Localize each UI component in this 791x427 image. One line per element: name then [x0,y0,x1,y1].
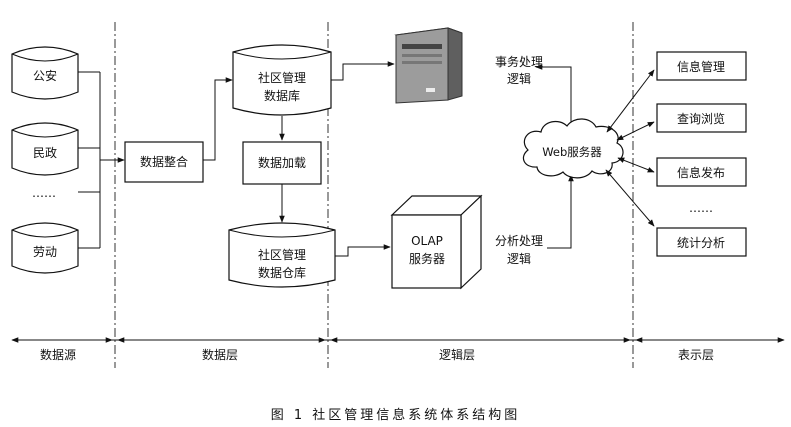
layer-label-presentation: 表示层 [678,348,714,362]
layer-label-data: 数据层 [202,347,238,362]
source-cylinder-labor: 劳动 [11,222,79,274]
pres-label-publish: 信息发布 [677,165,725,180]
source-label-police: 公安 [33,68,57,83]
mgmt-db-line2: 数据库 [264,88,300,103]
server-machine-icon [394,27,463,104]
figure-caption: 图 1 社区管理信息系统体系结构图 [270,408,521,423]
analysis-logic-line1: 分析处理 [495,234,543,248]
warehouse-cylinder: 社区管理 数据仓库 [228,222,336,288]
db-to-server-arrow [331,61,395,81]
load-label: 数据加载 [258,155,306,170]
web-server-cloud: Web服务器 [522,118,624,179]
web-to-presentation-arrows [605,69,655,227]
integrate-label: 数据整合 [140,154,188,169]
integrate-to-db-arrow [203,77,233,161]
source-connectors [78,71,125,249]
load-box: 数据加载 [242,141,322,185]
pres-box-stats: 统计分析 [656,227,747,257]
source-label-labor: 劳动 [33,245,57,259]
warehouse-line1: 社区管理 [258,247,306,262]
pres-box-query: 查询浏览 [656,103,747,133]
mgmt-db-line1: 社区管理 [258,70,306,85]
web-to-txn-arrow [535,64,572,126]
olap-line1: OLAP [411,234,443,248]
olap-line2: 服务器 [409,251,445,266]
olap-server-cube: OLAP 服务器 [390,194,483,290]
layer-label-source: 数据源 [40,347,76,362]
source-cylinder-police: 公安 [11,46,79,100]
source-ellipsis: …… [32,186,56,200]
analysis-logic-line2: 逻辑 [507,252,531,266]
analysis-to-web-arrow [547,174,574,249]
source-cylinder-civil: 民政 [11,122,79,176]
pres-label-query: 查询浏览 [677,111,725,126]
source-label-civil: 民政 [33,146,57,160]
pres-label-stats: 统计分析 [677,236,725,250]
architecture-diagram: 公安 民政 …… 劳动 数据整合 社区管理 数据库 数据加载 [11,22,785,368]
layer-label-logic: 逻辑层 [439,348,475,362]
txn-logic-line1: 事务处理 [495,54,543,69]
pres-box-publish: 信息发布 [656,157,747,187]
integrate-box: 数据整合 [124,141,204,183]
web-server-label: Web服务器 [542,145,602,159]
pres-box-info-mgmt: 信息管理 [656,51,747,81]
mgmt-database-cylinder: 社区管理 数据库 [232,44,332,116]
warehouse-line2: 数据仓库 [258,265,306,280]
txn-logic-line2: 逻辑 [507,72,531,86]
pres-ellipsis: …… [689,201,713,215]
warehouse-to-olap-arrow [335,244,391,257]
pres-label-info-mgmt: 信息管理 [677,59,725,74]
